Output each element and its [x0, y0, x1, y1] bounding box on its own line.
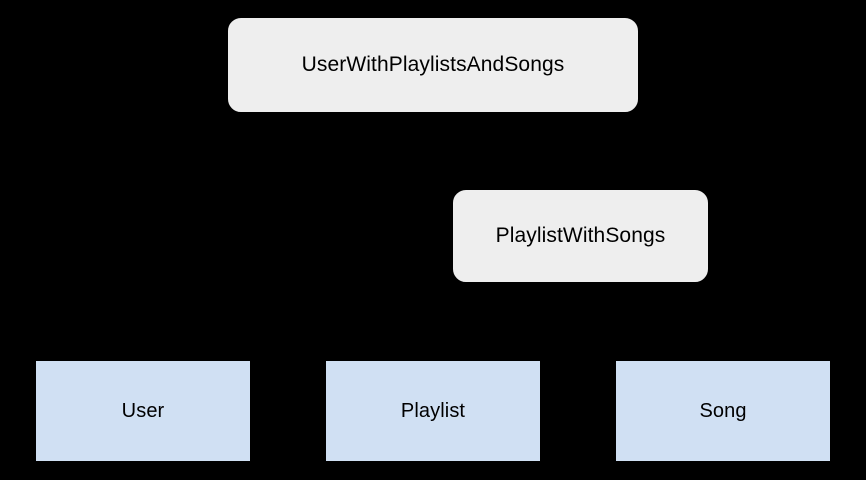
node-user[interactable]: User — [36, 361, 250, 461]
node-label: UserWithPlaylistsAndSongs — [301, 52, 565, 76]
node-label: PlaylistWithSongs — [495, 223, 666, 247]
node-song[interactable]: Song — [616, 361, 830, 461]
node-label: Playlist — [400, 399, 466, 422]
node-playlist[interactable]: Playlist — [326, 361, 540, 461]
node-label: User — [121, 399, 165, 422]
node-label: Song — [699, 399, 747, 422]
node-playlistwithsongs[interactable]: PlaylistWithSongs — [453, 190, 708, 282]
node-userwithplaylistsandsongs[interactable]: UserWithPlaylistsAndSongs — [228, 18, 638, 112]
